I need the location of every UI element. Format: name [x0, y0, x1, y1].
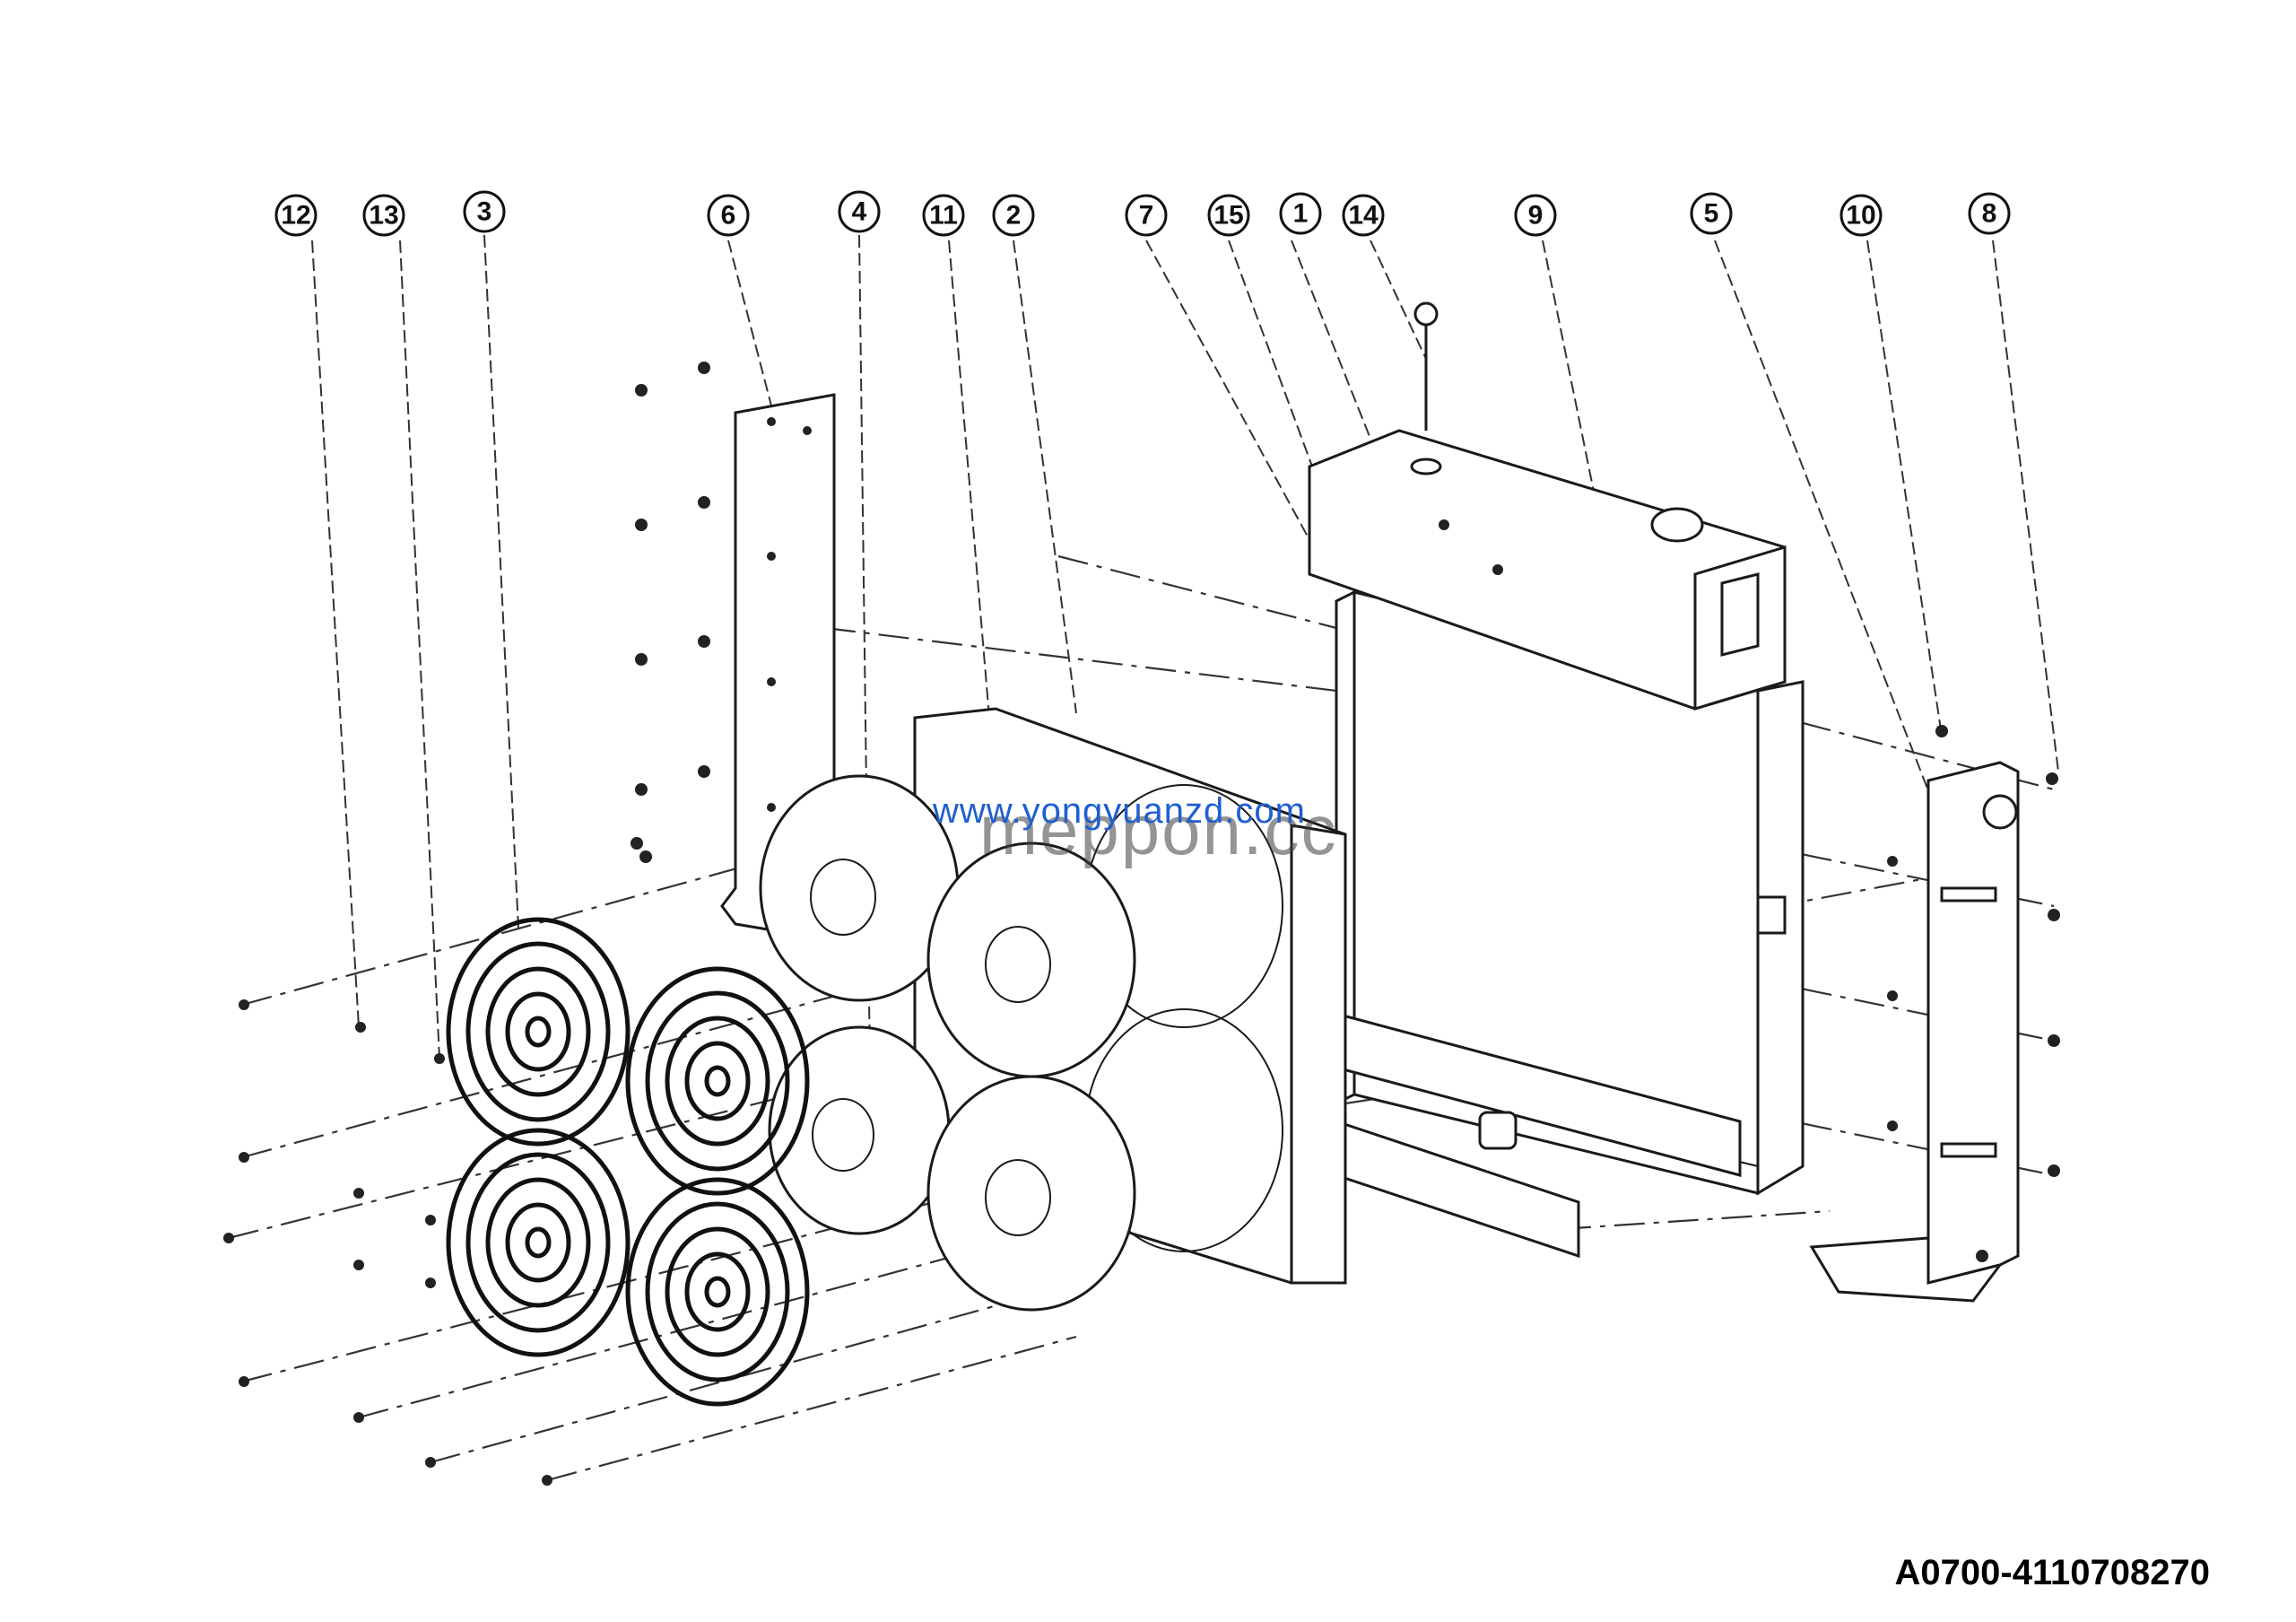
- svg-text:4: 4: [852, 197, 867, 227]
- fan-motor-bottom-right: [926, 1075, 1136, 1312]
- fan-guard-bottom-left: [446, 1128, 631, 1357]
- callout-9: 9: [1514, 194, 1557, 237]
- callout-5: 5: [1690, 192, 1733, 235]
- fan-guard-top-left: [446, 917, 631, 1147]
- loose-bolts-column: [631, 362, 710, 863]
- callout-10: 10: [1839, 194, 1883, 237]
- callout-13: 13: [362, 194, 405, 237]
- svg-text:9: 9: [1528, 201, 1544, 231]
- svg-text:1: 1: [1293, 199, 1309, 229]
- callout-8: 8: [1968, 192, 2011, 235]
- svg-text:15: 15: [1213, 201, 1243, 231]
- svg-text:14: 14: [1348, 201, 1378, 231]
- svg-text:7: 7: [1139, 201, 1154, 231]
- fan-guard-bottom-right: [625, 1177, 810, 1407]
- callout-15: 15: [1207, 194, 1250, 237]
- svg-text:3: 3: [477, 197, 492, 227]
- callout-6: 6: [707, 194, 750, 237]
- part-3-fan-guards: [446, 917, 810, 1407]
- svg-text:6: 6: [721, 201, 736, 231]
- callout-1: 1: [1279, 192, 1322, 235]
- fan-motor-top-left: [759, 774, 960, 1002]
- drawing-code: A0700-4110708270: [1894, 1553, 2210, 1592]
- callout-2: 2: [992, 194, 1035, 237]
- svg-text:5: 5: [1704, 199, 1719, 229]
- part-8-10-bolts: [1887, 725, 2060, 1262]
- callout-12: 12: [274, 194, 317, 237]
- part-12-13-screws: [223, 999, 552, 1486]
- watermark-brand: meppon.cc: [979, 790, 1338, 869]
- part-14-top-tank: [1308, 301, 1787, 711]
- svg-text:11: 11: [929, 201, 958, 231]
- callout-14: 14: [1342, 194, 1385, 237]
- part-4-fan-motors: [759, 774, 1136, 1312]
- svg-text:8: 8: [1982, 199, 1997, 229]
- fan-guard-top-right: [625, 966, 810, 1196]
- part-5-side-bracket: [1809, 761, 2020, 1303]
- svg-text:10: 10: [1846, 201, 1875, 231]
- callout-11: 11: [922, 194, 965, 237]
- callout-4: 4: [838, 190, 881, 233]
- watermark-url: www.yongyuanzd.com: [933, 791, 1306, 831]
- fan-motor-top-right: [926, 842, 1136, 1078]
- svg-text:13: 13: [369, 201, 398, 231]
- svg-text:12: 12: [281, 201, 310, 231]
- callout-3: 3: [463, 190, 506, 233]
- svg-text:2: 2: [1006, 201, 1022, 231]
- callout-7: 7: [1125, 194, 1168, 237]
